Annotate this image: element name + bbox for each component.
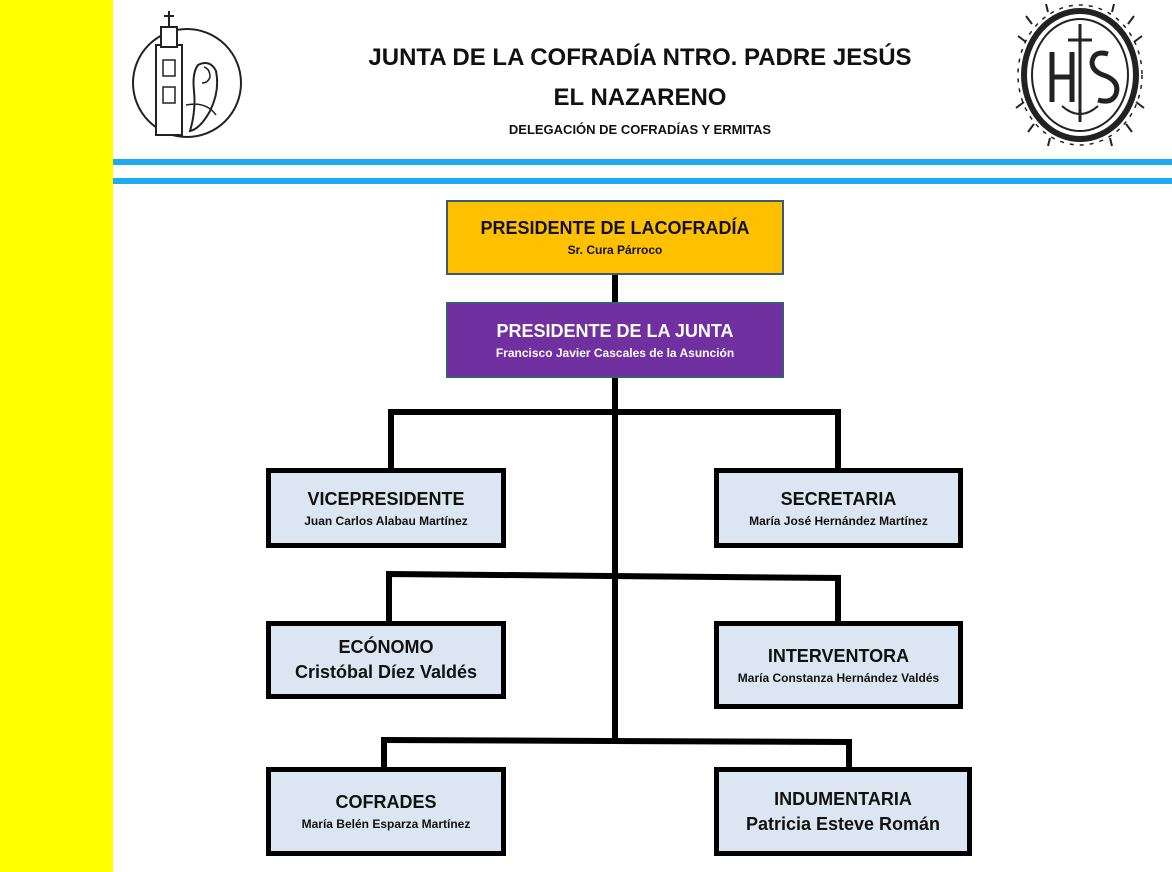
junta-president-name: Francisco Javier Cascales de la Asunción bbox=[495, 345, 735, 360]
indumentaria-box: INDUMENTARIA Patricia Esteve Román bbox=[714, 767, 972, 856]
cofrades-role: COFRADES bbox=[335, 792, 437, 812]
secretaria-box: SECRETARIA María José Hernández Martínez bbox=[714, 468, 963, 548]
economo-name: Cristóbal Díez Valdés bbox=[294, 662, 478, 682]
cofrades-box: COFRADES María Belén Esparza Martínez bbox=[266, 767, 506, 856]
page-title: JUNTA DE LA COFRADÍA NTRO. PADRE JESÚS bbox=[368, 44, 912, 71]
vicepresidente-box: VICEPRESIDENTE Juan Carlos Alabau Martín… bbox=[266, 468, 506, 548]
interventora-name: María Constanza Hernández Valdés bbox=[737, 670, 940, 685]
indumentaria-name: Patricia Esteve Román bbox=[745, 813, 941, 834]
vicepresidente-name: Juan Carlos Alabau Martínez bbox=[304, 513, 468, 528]
president-name: Sr. Cura Párroco bbox=[567, 243, 663, 257]
junta-president-box: PRESIDENTE DE LA JUNTA Francisco Javier … bbox=[446, 302, 784, 378]
interventora-role: INTERVENTORA bbox=[767, 645, 910, 666]
vicepresidente-role: VICEPRESIDENTE bbox=[307, 488, 465, 509]
junta-president-role: PRESIDENTE DE LA JUNTA bbox=[496, 320, 734, 341]
president-box: PRESIDENTE DE LACOFRADÍA Sr. Cura Párroc… bbox=[446, 200, 784, 275]
economo-box: ECÓNOMO Cristóbal Díez Valdés bbox=[266, 621, 506, 699]
secretaria-role: SECRETARIA bbox=[780, 488, 897, 509]
president-role: PRESIDENTE DE LACOFRADÍA bbox=[480, 218, 750, 238]
header-rule-top bbox=[113, 159, 1172, 165]
interventora-box: INTERVENTORA María Constanza Hernández V… bbox=[714, 621, 963, 709]
secretaria-name: María José Hernández Martínez bbox=[749, 513, 928, 528]
crown-of-thorns-logo-icon bbox=[1015, 3, 1145, 147]
indumentaria-role: INDUMENTARIA bbox=[774, 788, 912, 809]
header-rule-bottom bbox=[113, 178, 1172, 184]
left-yellow-band bbox=[0, 0, 113, 872]
economo-role: ECÓNOMO bbox=[338, 637, 434, 657]
parish-logo-icon bbox=[132, 11, 242, 138]
cofrades-name: María Belén Esparza Martínez bbox=[301, 817, 471, 831]
page-subtitle: DELEGACIÓN DE COFRADÍAS Y ERMITAS bbox=[508, 122, 772, 137]
page-title-line2: EL NAZARENO bbox=[553, 84, 727, 111]
